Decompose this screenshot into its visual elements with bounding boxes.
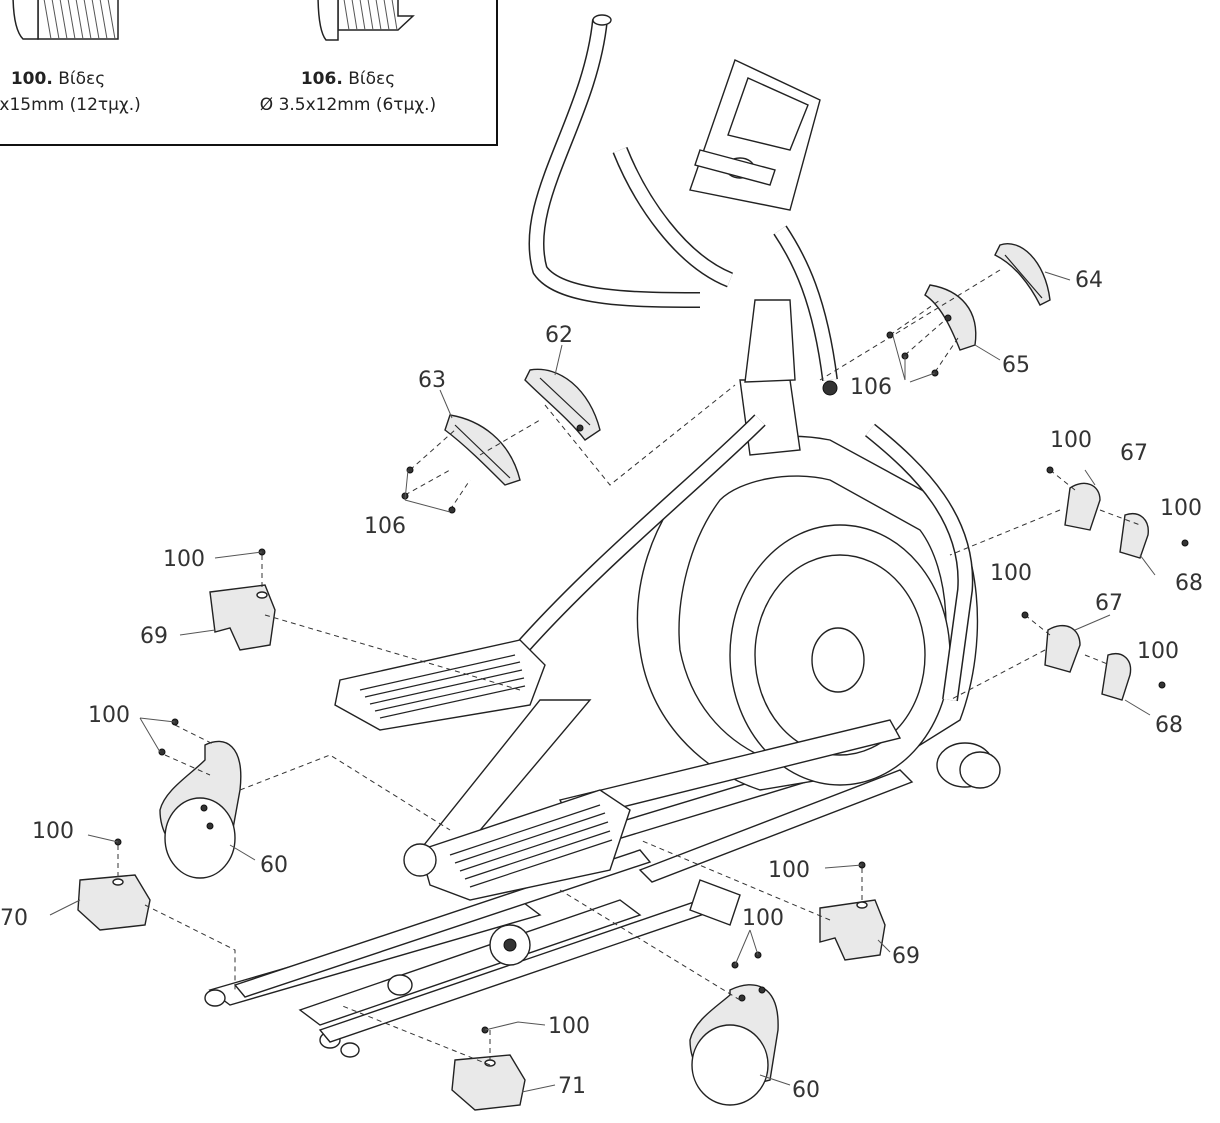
callout-60-right: 60 <box>792 1078 820 1103</box>
part-67-lower <box>1044 625 1081 673</box>
callout-100-right-69: 100 <box>768 858 810 883</box>
hardware-100-name: Βίδες <box>58 69 106 89</box>
bolt-icon <box>12 0 119 40</box>
callout-68-mid: 68 <box>1155 713 1183 738</box>
tapping-screw-icon <box>317 0 415 41</box>
part-69-left <box>209 584 276 651</box>
part-70-endcap <box>77 874 151 931</box>
callout-68-top: 68 <box>1175 571 1203 596</box>
hardware-106-number: 106. <box>300 69 343 89</box>
part-67-upper <box>1064 482 1101 531</box>
callout-106-upper: 106 <box>850 375 892 400</box>
callout-70: 70 <box>0 906 28 931</box>
hardware-box: 100. Βίδες Ø5x15mm (12τμχ.) 106. Βίδες Ø… <box>0 0 498 146</box>
callout-labels: 62 63 64 65 106 106 100 67 100 68 100 67… <box>0 268 1203 1103</box>
hardware-106-spec: Ø 3.5x12mm (6τμχ.) <box>259 95 437 115</box>
callout-100-right-top2: 100 <box>1160 496 1202 521</box>
callout-100-left-69: 100 <box>163 547 205 572</box>
pedal-tread-lower <box>449 804 613 888</box>
hardware-106-name: Βίδες <box>348 69 396 89</box>
part-60-wheel-right <box>689 984 779 1106</box>
part-69-right <box>819 899 886 961</box>
pedal-tread-upper <box>359 654 526 719</box>
hardware-item-100: 100. Βίδες Ø5x15mm (12τμχ.) <box>0 0 183 138</box>
callout-67-mid: 67 <box>1095 591 1123 616</box>
part-71-endcap <box>451 1054 526 1111</box>
callout-63: 63 <box>418 368 446 393</box>
callout-69-right: 69 <box>892 944 920 969</box>
hardware-100-number: 100. <box>10 69 53 89</box>
callout-100-left-70: 100 <box>32 819 74 844</box>
callout-106-left: 106 <box>364 514 406 539</box>
part-63-cover <box>444 414 521 486</box>
part-65-cover <box>924 284 977 351</box>
callout-60-left: 60 <box>260 853 288 878</box>
hardware-item-106: 106. Βίδες Ø 3.5x12mm (6τμχ.) <box>223 0 473 138</box>
main-frame <box>204 14 1001 1058</box>
callout-64: 64 <box>1075 268 1103 293</box>
callout-100-right-60: 100 <box>742 906 784 931</box>
screw-markers <box>114 331 1189 1034</box>
part-62-cover <box>524 368 601 441</box>
hardware-100-spec: Ø5x15mm (12τμχ.) <box>0 95 141 115</box>
part-60-wheel-left <box>159 740 242 879</box>
callout-65: 65 <box>1002 353 1030 378</box>
leader-lines <box>49 271 1156 1093</box>
callout-69-left: 69 <box>140 624 168 649</box>
part-68-lower <box>1101 653 1132 701</box>
part-64-cover <box>994 243 1051 306</box>
callout-100-right-mid: 100 <box>990 561 1032 586</box>
callout-100-left-60: 100 <box>88 703 130 728</box>
callout-62: 62 <box>545 323 573 348</box>
callout-100-right-top: 100 <box>1050 428 1092 453</box>
callout-100-right-mid2: 100 <box>1137 639 1179 664</box>
assembly-lines <box>117 269 1141 1066</box>
callout-100-bottom-71: 100 <box>548 1014 590 1039</box>
callout-67-top: 67 <box>1120 441 1148 466</box>
callout-71: 71 <box>558 1074 586 1099</box>
part-68-upper <box>1119 513 1149 559</box>
